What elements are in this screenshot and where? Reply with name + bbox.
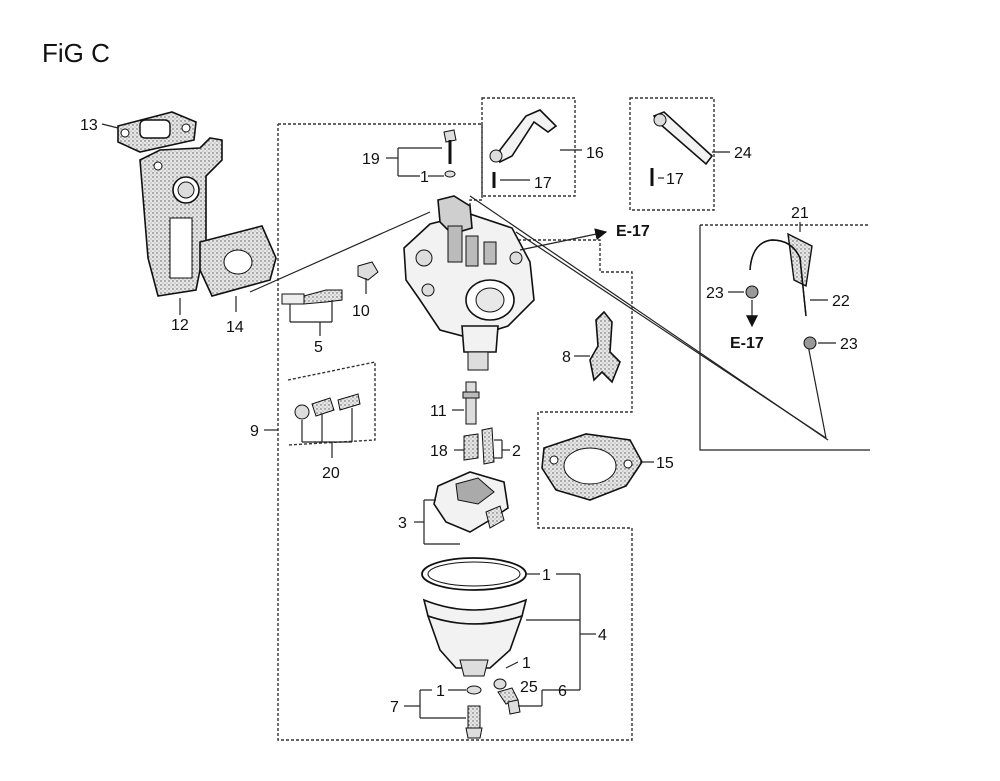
callout-18: 18 [430, 443, 448, 460]
callout-5: 5 [314, 339, 323, 356]
main-assembly-frame [277, 123, 633, 741]
callout-11: 11 [430, 403, 447, 420]
part-24-frame [629, 97, 715, 211]
callout-7: 7 [390, 699, 399, 716]
callout-6: 6 [558, 683, 567, 700]
callout-1a: 1 [420, 169, 429, 186]
callout-10: 10 [352, 303, 370, 320]
part-7-bolt [465, 685, 483, 739]
callout-24: 24 [734, 145, 752, 162]
callout-19: 19 [362, 151, 380, 168]
ref-e17-hose: E-17 [730, 335, 764, 352]
callout-1b: 1 [542, 567, 551, 584]
ref-e17-top: E-17 [616, 223, 650, 240]
diagonal-leader-3 [807, 344, 827, 439]
e17-arrow [519, 228, 608, 251]
callout-13: 13 [80, 117, 98, 134]
callout-23b: 23 [840, 336, 858, 353]
callout-25: 25 [520, 679, 538, 696]
callout-16: 16 [586, 145, 604, 162]
part-14-gasket [199, 225, 277, 297]
part-4-float-bowl [421, 557, 528, 677]
callout-3: 3 [398, 515, 407, 532]
leader-1d [505, 661, 519, 669]
carburetor-body [403, 195, 535, 371]
diagonal-leader-2 [515, 231, 827, 439]
part-18-jet [463, 427, 495, 465]
part-11-nozzle [462, 381, 480, 425]
callout-20: 20 [322, 465, 340, 482]
callout-17a: 17 [534, 175, 552, 192]
callout-8: 8 [562, 349, 571, 366]
callout-23a: 23 [706, 285, 724, 302]
callout-2: 2 [512, 443, 521, 460]
part-19-screw [443, 129, 457, 178]
hose-frame-outline [699, 225, 870, 451]
part-8-part [589, 310, 621, 384]
leader-13 [101, 123, 119, 129]
callout-22: 22 [832, 293, 850, 310]
part-20-screw-set [294, 393, 361, 458]
leader-14-to-carb [249, 211, 431, 293]
part-15-gasket [541, 433, 643, 501]
callout-1d: 1 [522, 655, 531, 672]
callout-15: 15 [656, 455, 674, 472]
callout-14: 14 [226, 319, 244, 336]
callout-12: 12 [171, 317, 189, 334]
part-25-screw [493, 678, 521, 715]
callout-1c: 1 [436, 683, 445, 700]
part-3-float [433, 471, 509, 533]
callout-21: 21 [791, 205, 809, 222]
callout-9: 9 [250, 423, 259, 440]
callout-17b: 17 [666, 171, 684, 188]
part-16-lever [489, 109, 558, 188]
callout-4: 4 [598, 627, 607, 644]
group-frames [277, 97, 870, 741]
part-10-screw [357, 261, 379, 294]
figure-title: FiG C [42, 38, 110, 68]
part-24-lever [650, 111, 714, 186]
part-5-screw [281, 289, 343, 336]
part-16-frame [481, 97, 576, 197]
part-13-gasket [117, 111, 197, 153]
part-21-22-hose [745, 232, 817, 350]
